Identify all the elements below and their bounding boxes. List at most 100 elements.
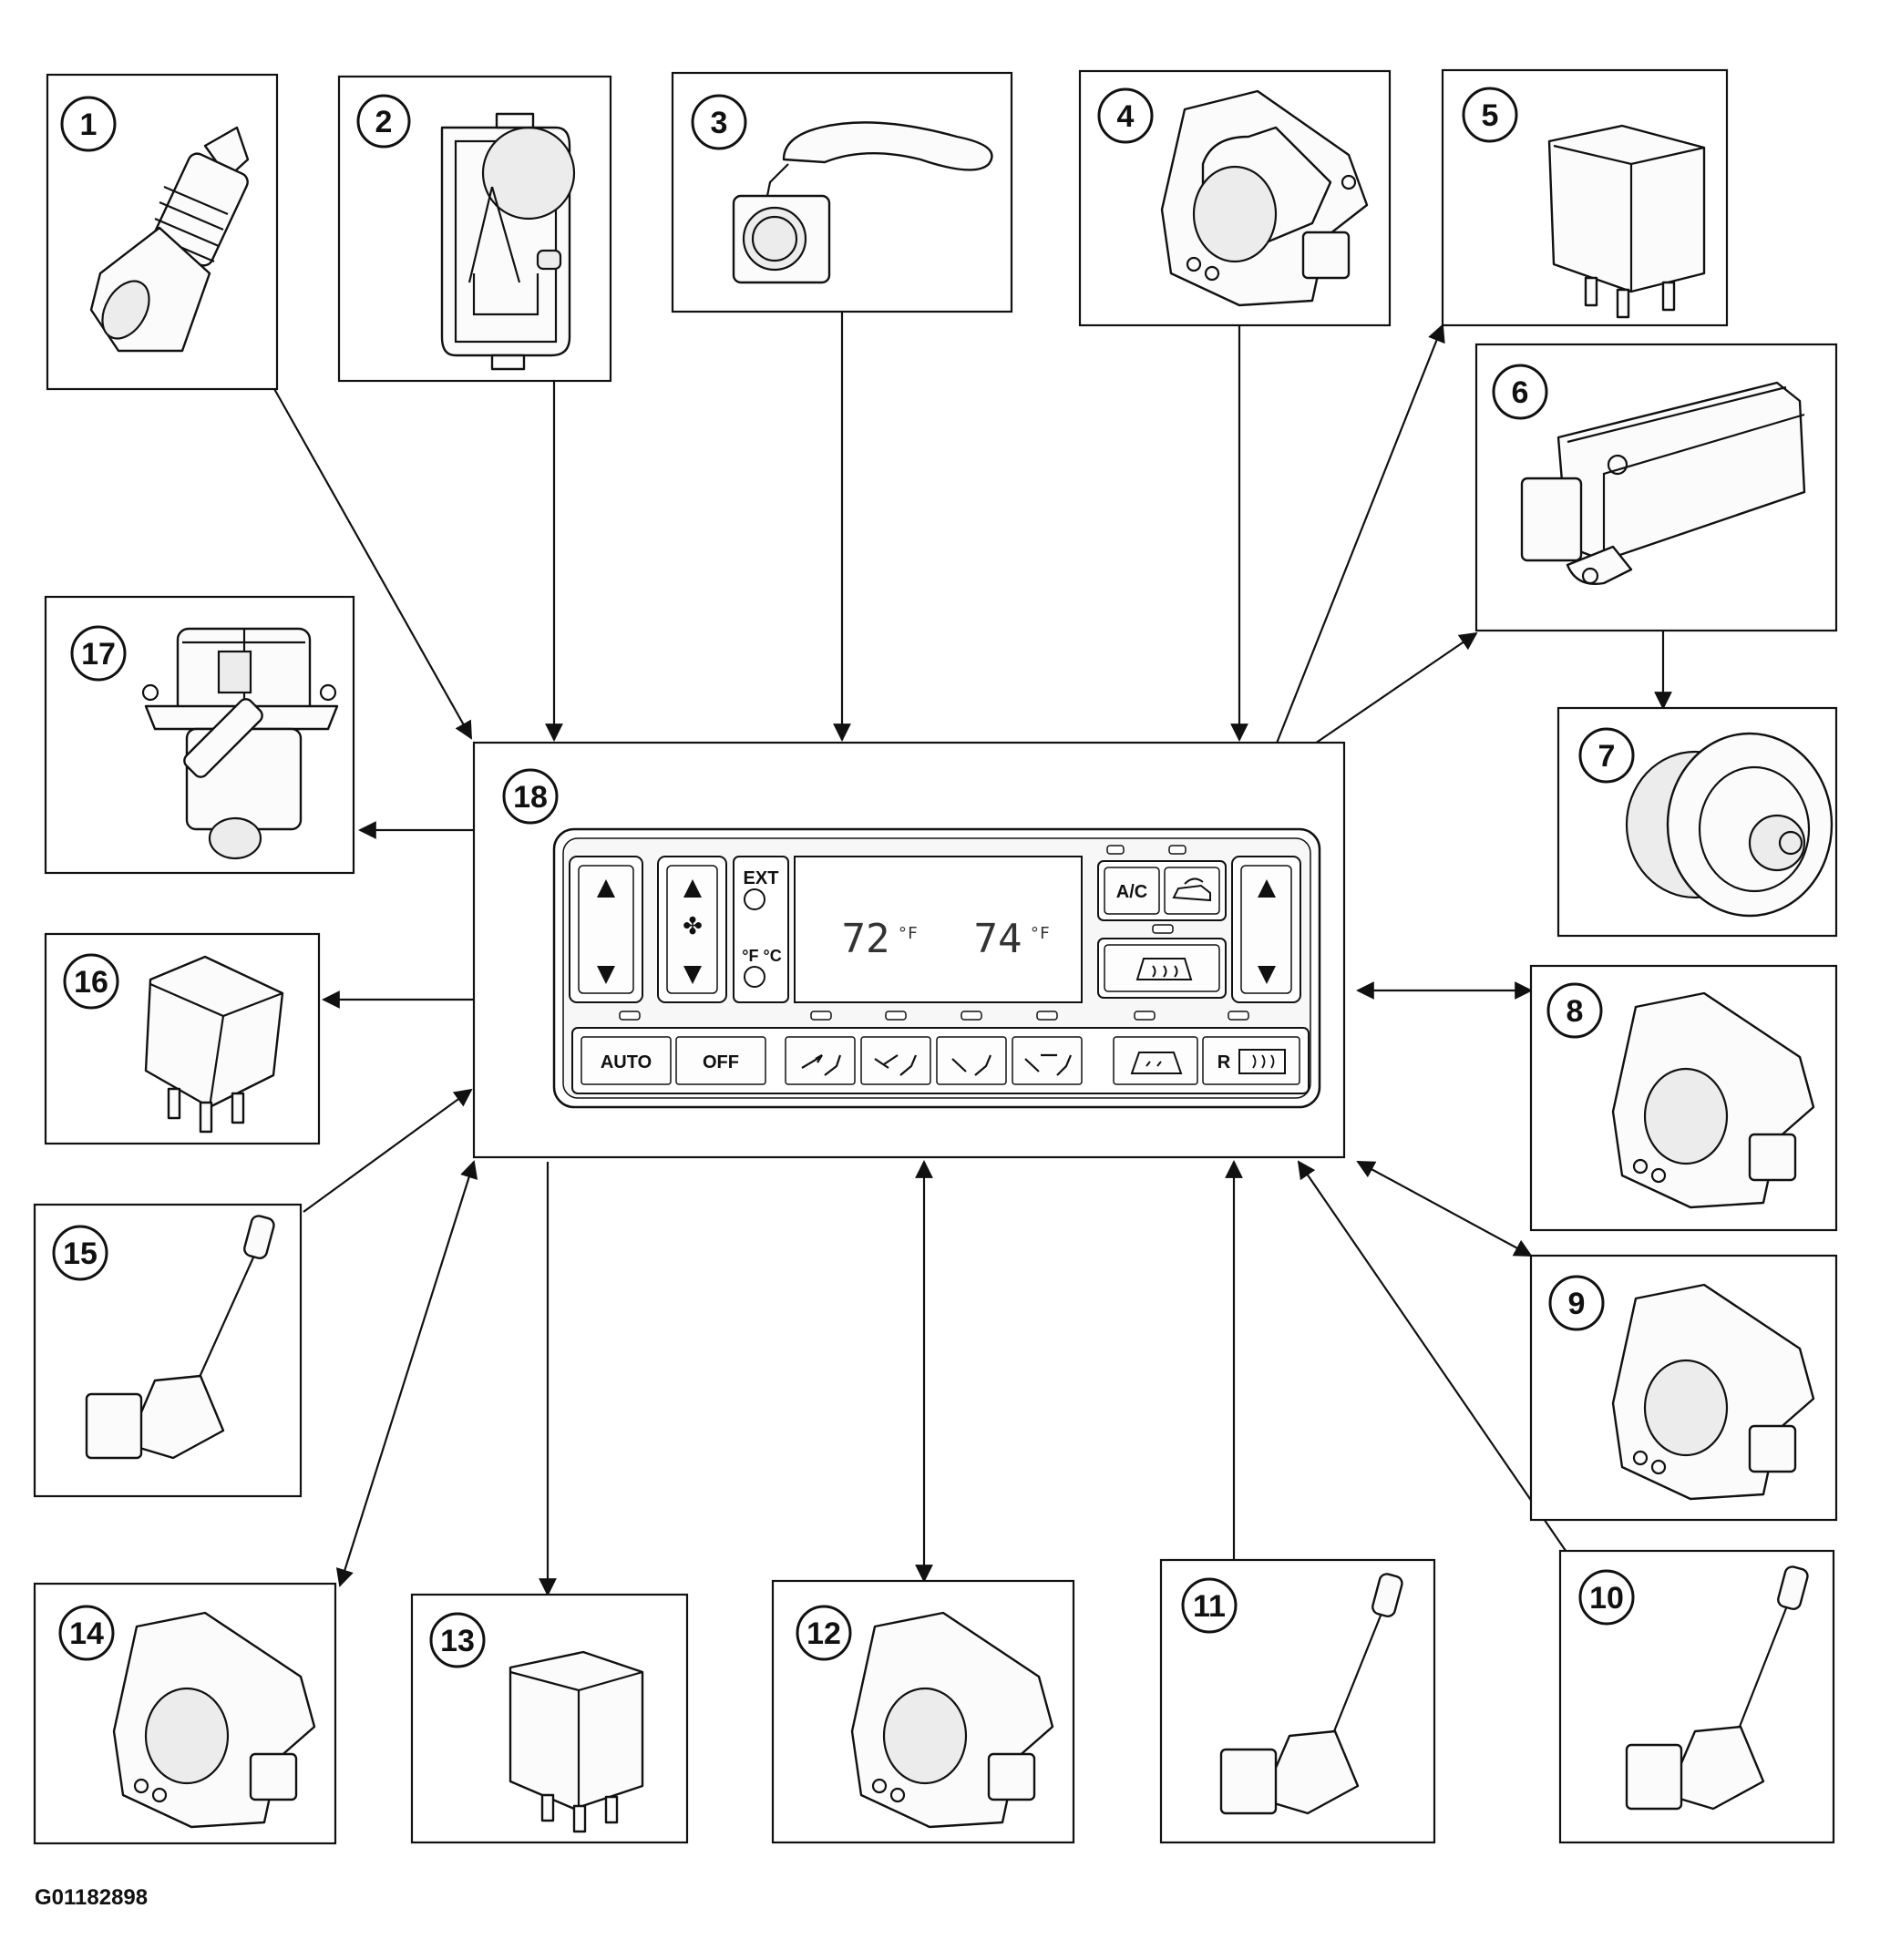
off-label: OFF — [703, 1052, 739, 1072]
recirculation-icon — [1172, 877, 1211, 902]
panel-vent-button[interactable] — [785, 1036, 856, 1085]
left-temp-up-arrow-icon[interactable] — [597, 879, 615, 898]
badge-11: 11 — [1193, 1589, 1226, 1624]
badge-4: 4 — [1117, 99, 1135, 134]
right-temp-unit: °F — [1030, 924, 1050, 943]
connector-arrows — [272, 312, 1672, 1596]
defrost-icon — [1130, 1052, 1183, 1074]
actuator-illustration — [1160, 89, 1369, 307]
component-4: 4 — [1078, 69, 1392, 327]
water-valve-illustration — [141, 627, 339, 860]
badge-10: 10 — [1589, 1581, 1624, 1616]
actuator-illustration — [1611, 1283, 1815, 1501]
indicator-leds — [619, 1011, 1249, 1021]
component-11: 11 — [1159, 1558, 1436, 1844]
badge-3: 3 — [711, 106, 728, 140]
component-14: 14 — [33, 1582, 337, 1845]
badge-14: 14 — [69, 1616, 104, 1651]
badge-13: 13 — [440, 1624, 475, 1658]
right-temp-readout: 74 — [974, 916, 1022, 962]
f-c-label: °F °C — [742, 947, 781, 965]
arrow-1 — [272, 386, 472, 740]
fan-down-arrow-icon[interactable] — [683, 966, 702, 984]
floor-icon — [951, 1054, 992, 1076]
max-defrost-icon — [1135, 958, 1193, 980]
rear-defrost-icon — [1238, 1049, 1286, 1074]
actuator-illustration — [1611, 991, 1815, 1209]
climate-control-panel: ✤ EXT °F °C 72 °F 74 °F — [552, 827, 1321, 1109]
arrow-6 — [1311, 631, 1478, 746]
rear-label: R — [1217, 1052, 1231, 1072]
arrow-14 — [335, 1160, 478, 1587]
left-temp-unit: °F — [898, 924, 918, 943]
component-10: 10 — [1558, 1549, 1835, 1844]
ac-label: A/C — [1116, 882, 1147, 902]
component-12: 12 — [771, 1579, 1075, 1844]
badge-9: 9 — [1568, 1287, 1586, 1321]
actuator-illustration — [112, 1611, 316, 1829]
lcd-display: 72 °F 74 °F — [794, 856, 1083, 1003]
ac-button[interactable] — [1104, 867, 1160, 915]
right-temp-up-arrow-icon[interactable] — [1258, 879, 1276, 898]
mode-button-row: AUTO OFF R — [571, 1027, 1310, 1094]
component-7: 7 — [1556, 706, 1838, 938]
sensor-module-illustration — [440, 112, 576, 371]
left-temp-down-arrow-icon[interactable] — [597, 966, 615, 984]
aspirator-sensor-illustration — [732, 121, 993, 284]
badge-18: 18 — [513, 780, 548, 815]
right-temp-down-arrow-icon[interactable] — [1258, 966, 1276, 984]
f-c-button[interactable] — [744, 966, 765, 988]
defrost-button[interactable] — [1113, 1036, 1198, 1085]
fan-speed-rocker: ✤ — [657, 856, 727, 1003]
component-1: 1 — [46, 73, 279, 391]
temperature-sensor-illustration — [85, 1215, 275, 1460]
panel-vent-icon — [801, 1054, 842, 1076]
badge-6: 6 — [1512, 375, 1529, 410]
relay-illustration — [509, 1650, 644, 1833]
badge-5: 5 — [1482, 98, 1499, 133]
arrow-10 — [1297, 1160, 1573, 1561]
blower-controller-illustration — [1520, 381, 1806, 585]
badge-15: 15 — [63, 1237, 98, 1271]
badge-17: 17 — [81, 637, 116, 672]
fan-icon: ✤ — [683, 913, 703, 940]
badge-1: 1 — [80, 108, 98, 142]
floor-button[interactable] — [936, 1036, 1007, 1085]
floor-defrost-icon — [1024, 1053, 1073, 1076]
badge-8: 8 — [1567, 994, 1584, 1029]
figure-id: G01182898 — [35, 1885, 148, 1910]
arrow-9 — [1356, 1161, 1533, 1257]
component-2: 2 — [337, 75, 612, 383]
off-button[interactable] — [675, 1036, 766, 1085]
ext-button[interactable] — [744, 888, 765, 910]
actuator-illustration — [850, 1611, 1054, 1829]
badge-7: 7 — [1598, 739, 1616, 774]
component-5: 5 — [1441, 68, 1729, 327]
recirculation-button[interactable] — [1164, 867, 1220, 915]
arrow-15 — [303, 1088, 473, 1213]
badge-16: 16 — [74, 965, 108, 1000]
max-defrost-button[interactable] — [1104, 944, 1220, 992]
component-9: 9 — [1529, 1254, 1838, 1522]
component-3: 3 — [671, 71, 1013, 313]
badge-2: 2 — [375, 105, 393, 139]
temperature-sensor-illustration — [1625, 1565, 1809, 1811]
left-temp-rocker — [569, 856, 643, 1003]
component-15: 15 — [33, 1203, 303, 1498]
right-temp-rocker — [1231, 856, 1301, 1003]
bilevel-button[interactable] — [860, 1036, 931, 1085]
component-6: 6 — [1474, 343, 1838, 632]
arrow-5 — [1274, 323, 1445, 746]
component-18: 18 ✤ EXT — [472, 741, 1346, 1159]
left-temp-readout: 72 — [842, 916, 890, 962]
badge-12: 12 — [806, 1616, 841, 1651]
bilevel-icon — [874, 1054, 918, 1076]
auto-button[interactable] — [580, 1036, 672, 1085]
temperature-sensor-illustration — [1219, 1573, 1403, 1815]
floor-defrost-button[interactable] — [1012, 1036, 1083, 1085]
component-17: 17 — [44, 595, 355, 875]
component-8: 8 — [1529, 964, 1838, 1232]
fan-up-arrow-icon[interactable] — [683, 879, 702, 898]
display-mode-buttons: EXT °F °C — [733, 856, 789, 1003]
temperature-sensor-illustration — [89, 126, 250, 353]
